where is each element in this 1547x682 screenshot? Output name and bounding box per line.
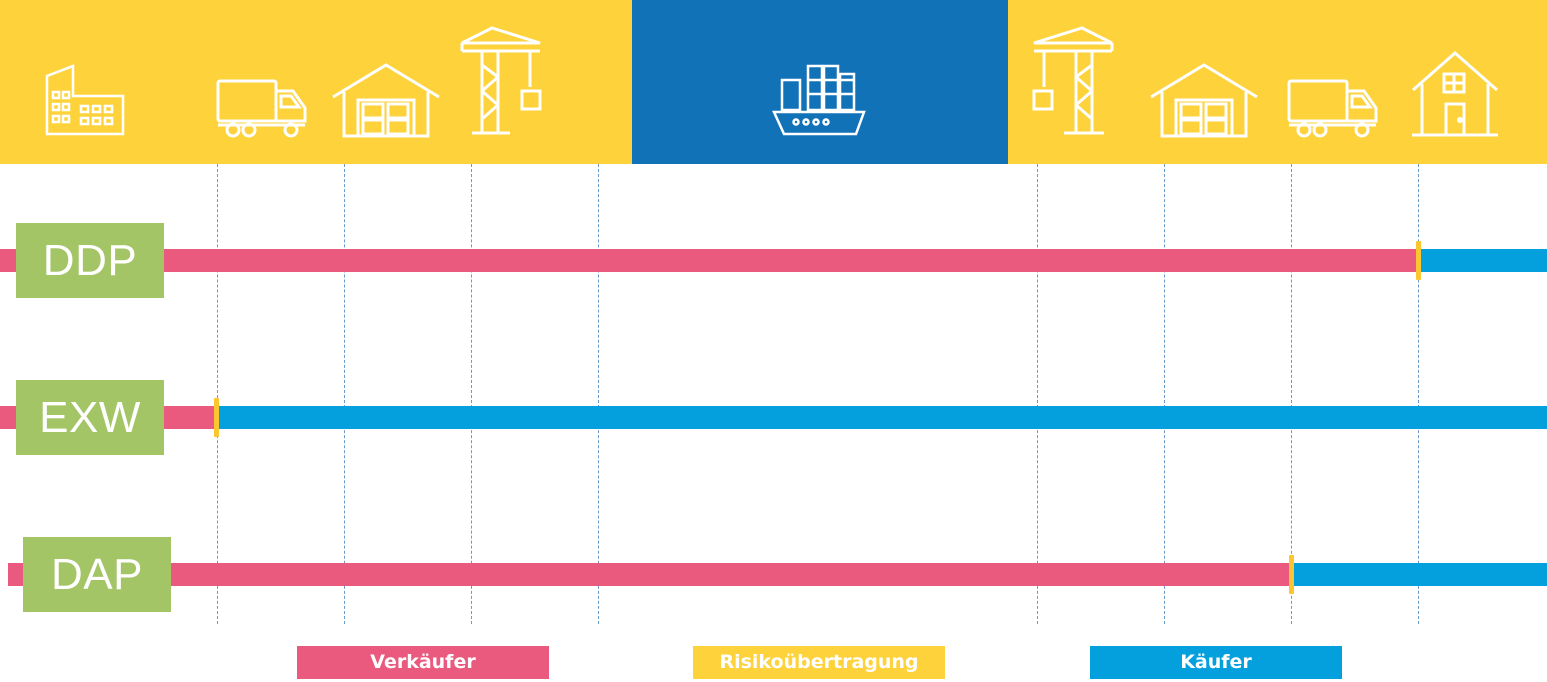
seller-segment xyxy=(8,563,1292,586)
warehouse-icon xyxy=(1148,62,1260,138)
dap-responsibility-bar xyxy=(8,555,1547,594)
exw-responsibility-bar xyxy=(0,398,1547,437)
truck-icon xyxy=(1286,78,1380,138)
crane-icon xyxy=(458,25,544,137)
risk-transfer-marker xyxy=(1416,241,1421,280)
factory-icon xyxy=(45,64,125,136)
stage-guide-line xyxy=(1291,164,1292,624)
incoterm-badge: EXW xyxy=(16,380,164,455)
truck-icon xyxy=(215,78,309,138)
warehouse-icon xyxy=(330,62,442,138)
container-ship-icon xyxy=(772,62,868,138)
incoterm-badge: DAP xyxy=(23,537,171,612)
incoterm-badge: DDP xyxy=(16,223,164,298)
seller-segment xyxy=(0,249,1419,272)
buyer-segment xyxy=(1419,249,1547,272)
crane-icon xyxy=(1030,25,1116,137)
risk-transfer-marker xyxy=(214,398,219,437)
header-band-sea xyxy=(632,0,1008,164)
stage-guide-line xyxy=(344,164,345,624)
ddp-responsibility-bar xyxy=(0,241,1547,280)
header-band-origin xyxy=(0,0,632,164)
risk-transfer-marker xyxy=(1289,555,1294,594)
stage-guide-line xyxy=(217,164,218,624)
buyer-segment xyxy=(217,406,1547,429)
house-icon xyxy=(1410,50,1500,138)
buyer-segment xyxy=(1292,563,1547,586)
stage-guide-line xyxy=(598,164,599,624)
stage-guide-line xyxy=(1164,164,1165,624)
stage-guide-line xyxy=(1418,164,1419,624)
legend-risk-transfer: Risikoübertragung xyxy=(693,646,945,679)
legend-seller: Verkäufer xyxy=(297,646,549,679)
stage-guide-line xyxy=(471,164,472,624)
stage-guide-line xyxy=(1037,164,1038,624)
legend-buyer: Käufer xyxy=(1090,646,1342,679)
